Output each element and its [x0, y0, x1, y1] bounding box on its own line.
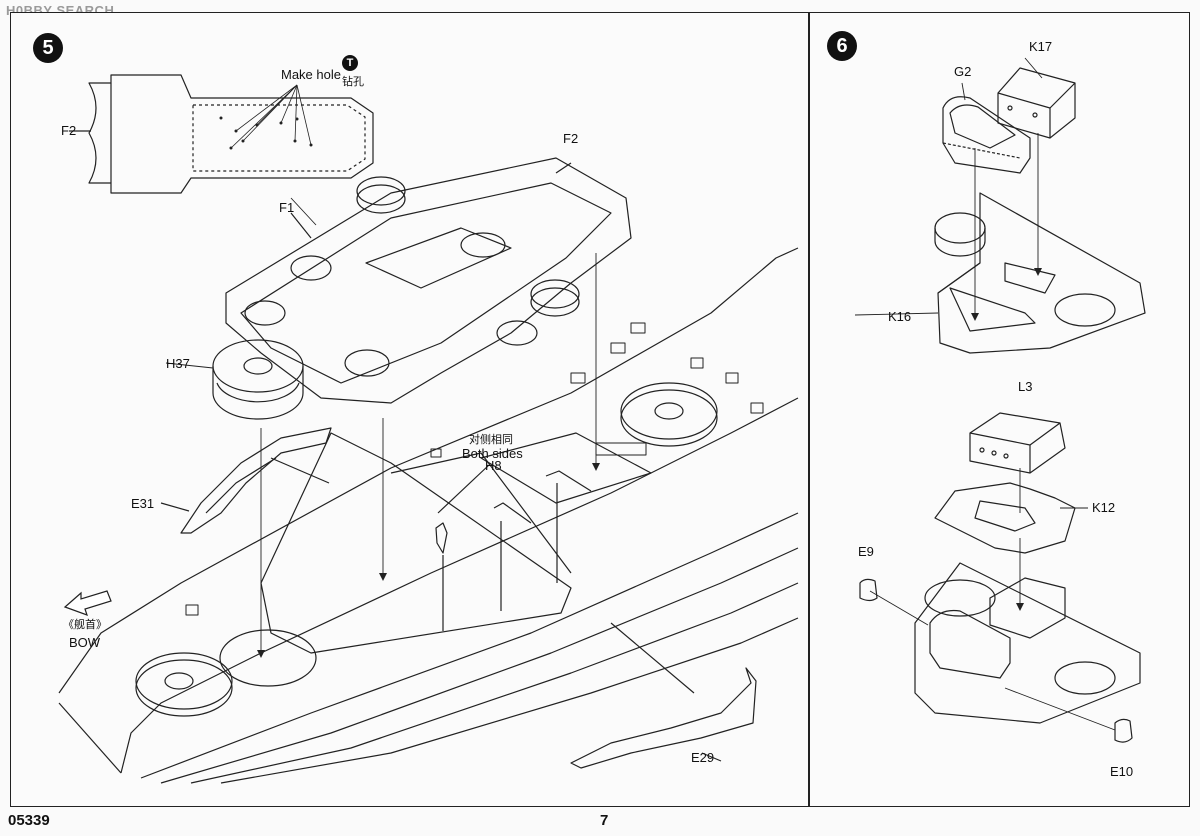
k12-part	[934, 482, 1076, 554]
part-label-h8: H8	[485, 458, 502, 473]
arrow-bow-icon	[63, 590, 112, 616]
drill-cn-label: 钻孔	[342, 76, 364, 88]
part-label-f2: F2	[563, 131, 579, 146]
l3-part	[969, 412, 1066, 474]
e10-part	[1114, 718, 1133, 743]
step-5-badge: 5	[33, 33, 63, 63]
catalog-code: 05339	[8, 812, 50, 829]
part-label-g2: G2	[954, 64, 972, 79]
step-6-badge: 6	[827, 31, 857, 61]
k17-part	[997, 67, 1076, 139]
drill-tool-badge: T	[342, 55, 358, 71]
part-label-h37: H37	[166, 356, 190, 371]
e29-part	[570, 622, 757, 769]
part-label-l3: L3	[1018, 379, 1033, 394]
g2-part	[942, 96, 1031, 174]
part-label-e10: E10	[1110, 764, 1134, 779]
step-6-drawing	[854, 57, 1146, 743]
both-sides-cn-label: 对侧相同	[469, 434, 513, 446]
h8-parts	[435, 464, 592, 631]
step-6-panel: 6	[809, 12, 1190, 807]
step-5-panel: 5	[10, 12, 809, 807]
superstructure-deck	[225, 157, 632, 404]
e9-part	[859, 578, 878, 602]
part-label-k16: K16	[888, 309, 912, 324]
k16-part	[934, 192, 1146, 354]
bow-cn-label: 《舰首》	[63, 619, 107, 631]
part-label-f1: F1	[279, 200, 295, 215]
e31-part	[160, 427, 332, 534]
part-label-k12: K12	[1092, 500, 1116, 515]
part-label-e31: E31	[131, 496, 155, 511]
f2-plan-view	[69, 74, 374, 194]
part-label-e29: E29	[691, 750, 715, 765]
both-sides-label: Both sides	[462, 446, 523, 461]
part-label-k17: K17	[1029, 39, 1053, 54]
k16-assembly	[914, 562, 1141, 724]
page-number: 7	[600, 812, 609, 829]
bow-label: BOW	[69, 635, 101, 650]
part-label-f2-top: F2	[61, 123, 77, 138]
hull-main-deck	[58, 247, 799, 784]
make-hole-label: Make hole	[281, 67, 341, 82]
step-5-drawing	[58, 74, 799, 784]
h37-turret	[212, 339, 304, 420]
part-label-e9: E9	[858, 544, 874, 559]
